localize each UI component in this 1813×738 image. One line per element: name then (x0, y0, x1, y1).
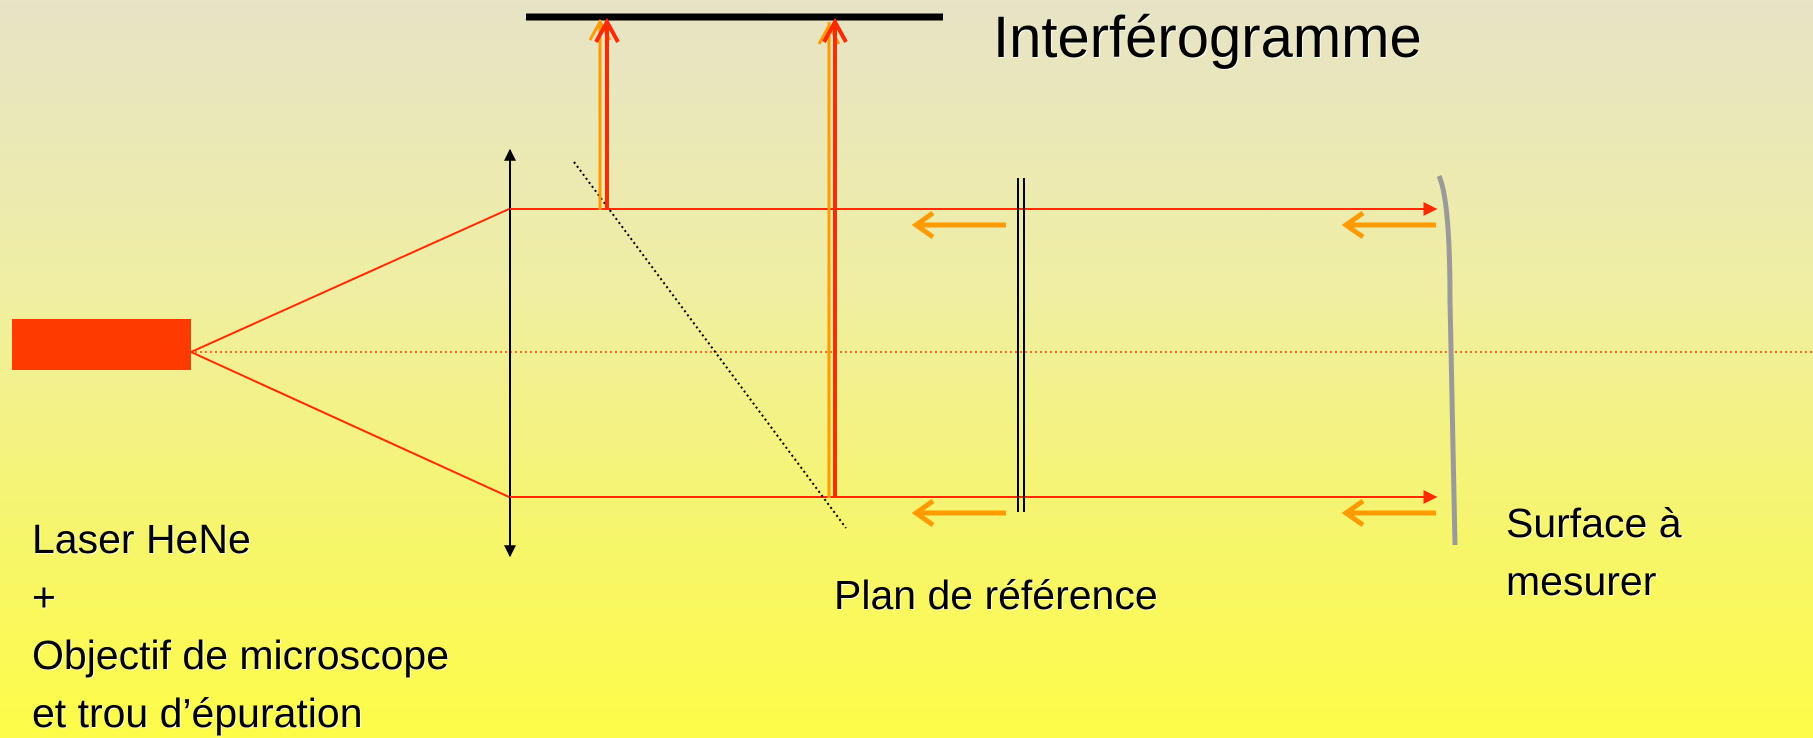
diverging-ray-top (190, 208, 510, 353)
laser-label-line-3: Objectif de microscope (32, 632, 450, 678)
return-beam-up-right-red-head (822, 17, 848, 43)
reference-plane-label: Plan de référence (834, 572, 1158, 618)
return-beam-up-left-red-head (594, 17, 620, 43)
diverging-ray-bottom (190, 351, 510, 498)
return-arrow-surface-top (1341, 210, 1436, 240)
return-arrow-surface-bottom (1341, 498, 1436, 528)
laser-source (12, 319, 191, 370)
laser-label-line-2: + (32, 574, 56, 620)
return-arrow-ref-top (911, 210, 1006, 240)
return-arrow-ref-bottom (911, 498, 1006, 528)
surface-to-measure (1436, 174, 1458, 546)
laser-label-line-4: et trou d’épuration (32, 690, 363, 736)
interferogram-title: Interférogramme (993, 5, 1422, 70)
laser-source-label: Laser HeNe + Objectif de microscope et t… (32, 510, 449, 738)
laser-label-line-1: Laser HeNe (32, 516, 251, 562)
surface-label: Surface à mesurer (1506, 494, 1682, 610)
surface-label-line-1: Surface à (1506, 500, 1682, 546)
beam-splitter (573, 161, 847, 529)
surface-label-line-2: mesurer (1506, 558, 1657, 604)
